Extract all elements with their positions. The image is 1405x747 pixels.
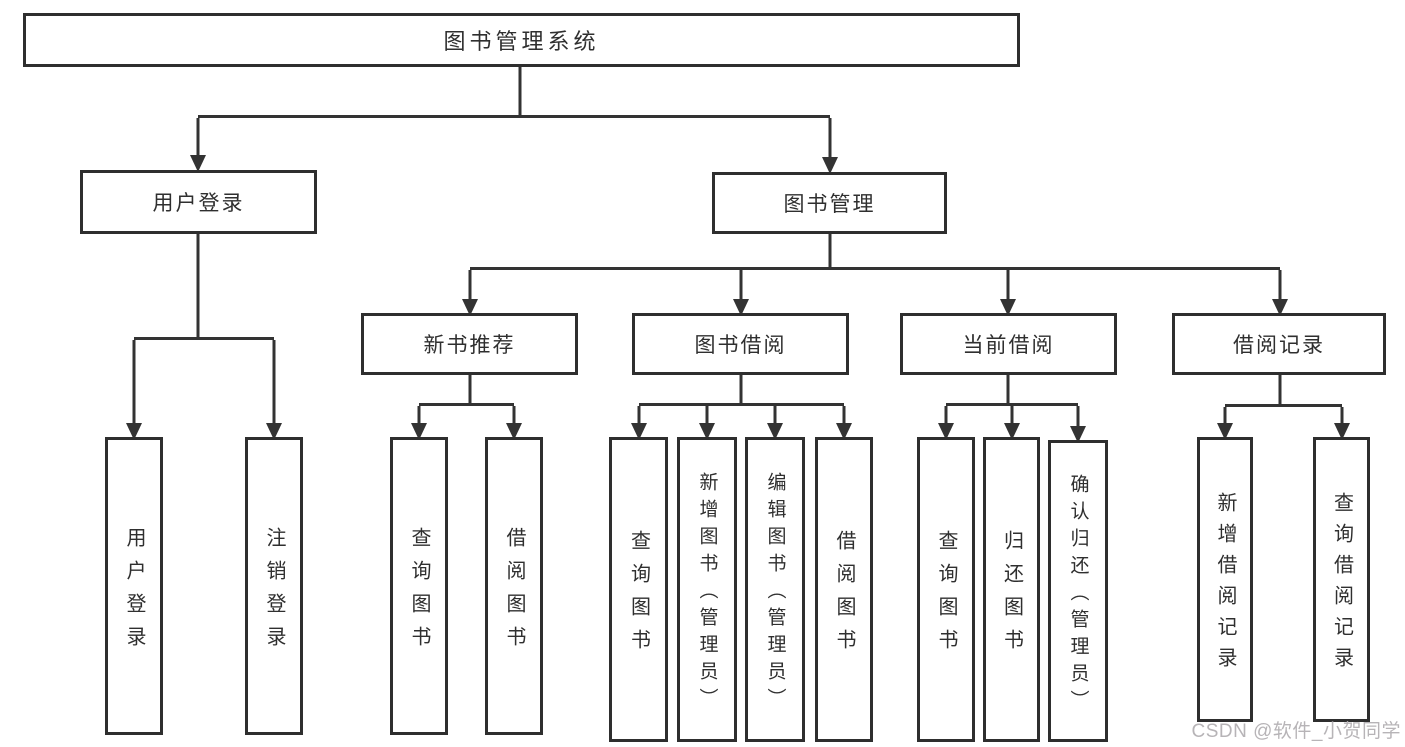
leaf-cb-return-books-label: 归还图书 [1000,530,1023,662]
node-borrow-records: 借阅记录 [1172,313,1386,375]
connector-lines [1223,375,1344,426]
arrowhead-down-icon [1334,423,1350,440]
arrowhead-down-icon [462,299,478,316]
leaf-nbr-borrow-books-label: 借阅图书 [503,526,525,659]
leaf-bb-add-books-admin-label: 新增图书（管理员） [696,472,718,715]
node-book-borrowing: 图书借阅 [632,313,849,375]
leaf-bb-query-books-label: 查询图书 [627,530,650,662]
leaf-nbr-borrow-books: 借阅图书 [485,437,543,735]
leaf-bb-edit-books-admin-label: 编辑图书（管理员） [764,472,786,715]
node-root: 图书管理系统 [23,13,1020,67]
arrowhead-down-icon [1000,299,1016,316]
connector-lines [196,67,832,160]
leaf-user-login-label: 用户登录 [123,526,145,659]
arrowhead-down-icon [1217,423,1233,440]
connector-lines [944,375,1080,429]
leaf-nbr-query-books-label: 查询图书 [408,526,430,659]
leaf-user-login: 用户登录 [105,437,163,735]
arrowhead-down-icon [1070,426,1086,443]
leaf-bb-add-books-admin: 新增图书（管理员） [677,437,737,742]
arrowhead-down-icon [1004,423,1020,440]
node-new-book-recommend: 新书推荐 [361,313,578,375]
leaf-cb-confirm-return-admin-label: 确认归还（管理员） [1067,473,1089,717]
node-book-management: 图书管理 [712,172,947,234]
leaf-cb-query-books-label: 查询图书 [935,530,957,662]
arrowhead-down-icon [822,157,838,174]
leaf-logout-label: 注销登录 [263,526,285,659]
arrowhead-down-icon [506,423,522,440]
watermark: CSDN @软件_小贺同学 [1191,721,1401,742]
connector-lines [468,234,1282,302]
arrowhead-down-icon [699,423,715,440]
leaf-cb-query-books: 查询图书 [917,437,975,742]
arrowhead-down-icon [1272,299,1288,316]
arrowhead-down-icon [266,423,282,440]
leaf-bb-borrow-books: 借阅图书 [815,437,873,742]
arrowhead-down-icon [631,423,647,440]
leaf-bb-edit-books-admin: 编辑图书（管理员） [745,437,805,742]
arrowhead-down-icon [938,423,954,440]
leaf-br-query-record-label: 查询借阅记录 [1330,492,1353,678]
leaf-br-query-record: 查询借阅记录 [1313,437,1370,722]
arrowhead-down-icon [411,423,427,440]
leaf-nbr-query-books: 查询图书 [390,437,448,735]
leaf-bb-borrow-books-label: 借阅图书 [833,530,855,662]
arrowhead-down-icon [126,423,142,440]
connector-lines [417,375,516,426]
arrowhead-down-icon [836,423,852,440]
connector-lines [132,234,276,426]
leaf-cb-return-books: 归还图书 [983,437,1040,742]
arrowhead-down-icon [767,423,783,440]
arrowhead-down-icon [190,155,206,172]
leaf-cb-confirm-return-admin: 确认归还（管理员） [1048,440,1108,742]
leaf-bb-query-books: 查询图书 [609,437,668,742]
leaf-br-add-record-label: 新增借阅记录 [1214,492,1236,678]
leaf-logout: 注销登录 [245,437,303,735]
node-user-login: 用户登录 [80,170,317,234]
connector-lines [637,375,846,426]
arrowhead-down-icon [733,299,749,316]
node-current-borrowing: 当前借阅 [900,313,1117,375]
leaf-br-add-record: 新增借阅记录 [1197,437,1253,722]
